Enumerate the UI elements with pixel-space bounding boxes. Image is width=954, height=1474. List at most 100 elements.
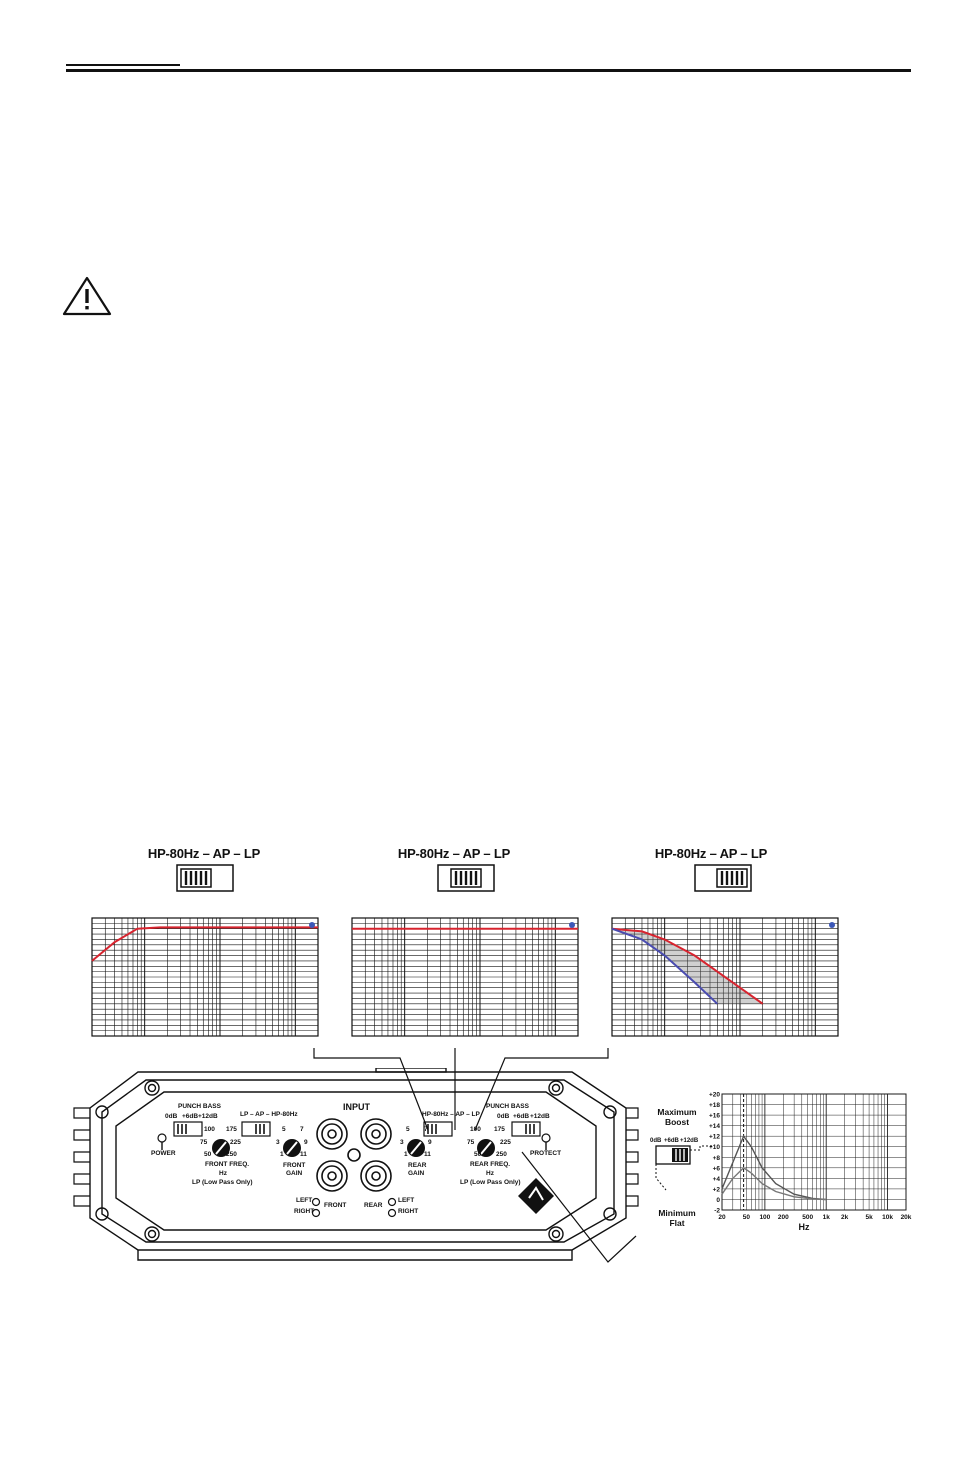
front-gain-1: FRONT <box>283 1162 306 1169</box>
protect-label: PROTECT <box>530 1150 562 1157</box>
graph-badge-icon <box>829 922 835 928</box>
boost-y-tick: 0 <box>716 1197 720 1204</box>
warning-icon <box>62 276 112 316</box>
boost-6db: +6dB <box>664 1138 679 1144</box>
response-graph-lp <box>596 914 842 1046</box>
boost-series <box>721 1134 827 1201</box>
rear-freq-250: 250 <box>496 1151 507 1158</box>
amplifier-diagram <box>73 1068 639 1261</box>
boost-y-tick: -2 <box>714 1208 720 1215</box>
boost-12db: +12dB <box>680 1138 699 1144</box>
punch-right-6db: +6dB <box>513 1113 530 1120</box>
rear-freq-225: 225 <box>500 1139 511 1146</box>
input-label: INPUT <box>343 1102 370 1112</box>
min-flat-2: Flat <box>669 1218 685 1228</box>
boost-y-tick: +16 <box>709 1113 720 1120</box>
boost-y-tick: +2 <box>713 1186 721 1193</box>
rear-gain-1-mark: 1 <box>404 1151 408 1158</box>
connector-lines <box>313 1048 609 1131</box>
front-gain-9-mark: 9 <box>304 1139 308 1146</box>
front-freq-225: 225 <box>230 1139 241 1146</box>
boost-x-tick: 5k <box>865 1214 873 1221</box>
power-label: POWER <box>151 1150 176 1157</box>
boost-y-tick: +6 <box>713 1165 721 1172</box>
response-graph-hp <box>76 914 322 1046</box>
series-upper <box>611 927 764 1005</box>
rear-freq-75: 75 <box>467 1139 475 1146</box>
graph-badge-icon <box>309 922 315 928</box>
boost-y-tick: +10 <box>709 1144 720 1151</box>
rear-gain-1: REAR <box>408 1162 427 1169</box>
front-freq-label: FRONT FREQ. <box>205 1161 250 1168</box>
punch-left-0db: 0dB <box>165 1113 178 1120</box>
boost-series <box>721 1166 827 1201</box>
switch-hp-icon <box>176 864 234 892</box>
rear-right-label: RIGHT <box>398 1208 419 1215</box>
switch-ap-icon <box>437 864 495 892</box>
rear-lp-only: LP (Low Pass Only) <box>460 1179 521 1186</box>
rear-left-label: LEFT <box>398 1197 415 1204</box>
front-freq-75: 75 <box>200 1139 208 1146</box>
punch-right-0db: 0dB <box>497 1113 510 1120</box>
punch-left-12db: +12dB <box>198 1113 218 1120</box>
front-freq-hz: Hz <box>219 1170 227 1177</box>
front-gain-7-mark: 7 <box>300 1126 304 1133</box>
boost-y-tick: +12 <box>709 1134 720 1141</box>
boost-x-tick: 2k <box>841 1214 849 1221</box>
rear-gain-5-mark: 5 <box>406 1126 410 1133</box>
front-freq-250: 250 <box>226 1151 237 1158</box>
rear-freq-175: 175 <box>494 1126 505 1133</box>
front-label: FRONT <box>324 1202 347 1209</box>
punch-bass-left: PUNCH BASS <box>178 1103 221 1110</box>
front-freq-175: 175 <box>226 1126 237 1133</box>
response-graph-ap <box>336 914 582 1046</box>
boost-x-tick: 20k <box>901 1214 912 1221</box>
punch-bass-right: PUNCH BASS <box>486 1103 529 1110</box>
xover-right: HP-80Hz – AP – LP <box>422 1111 480 1118</box>
boost-x-tick: 200 <box>778 1214 789 1221</box>
graph-badge-icon <box>569 922 575 928</box>
boost-switch-icon <box>655 1145 712 1191</box>
rear-freq-label: REAR FREQ. <box>470 1161 511 1168</box>
front-freq-100: 100 <box>204 1126 215 1133</box>
rear-freq-50: 50 <box>474 1151 482 1158</box>
boost-x-tick: 50 <box>743 1214 751 1221</box>
switch-label-ap: HP-80Hz – AP – LP <box>397 846 511 861</box>
rear-freq-hz: Hz <box>486 1170 494 1177</box>
rear-gain-2: GAIN <box>408 1170 425 1177</box>
boost-x-tick: 500 <box>802 1214 813 1221</box>
switch-label-hp: HP-80Hz – AP – LP <box>147 846 261 861</box>
boost-y-tick: +4 <box>713 1176 721 1183</box>
series-line <box>91 926 318 962</box>
rear-gain-7-mark: 7 <box>424 1126 428 1133</box>
front-freq-50: 50 <box>204 1151 212 1158</box>
boost-x-tick: 10k <box>882 1214 893 1221</box>
front-gain-1-mark: 1 <box>280 1151 284 1158</box>
max-boost-2: Boost <box>664 1117 690 1127</box>
series-lower <box>611 927 718 1005</box>
switch-label-lp: HP-80Hz – AP – LP <box>654 846 768 861</box>
header-short-rule <box>66 64 180 66</box>
front-gain-2: GAIN <box>286 1170 303 1177</box>
punch-left-6db: +6dB <box>182 1113 199 1120</box>
switch-lp-icon <box>694 864 752 892</box>
rear-gain-11-mark: 11 <box>424 1151 431 1158</box>
front-gain-5-mark: 5 <box>282 1126 286 1133</box>
pointer-line <box>521 1151 637 1263</box>
boost-x-tick: 20 <box>718 1214 726 1221</box>
rear-gain-3-mark: 3 <box>400 1139 404 1146</box>
boost-x-tick: 100 <box>759 1214 770 1221</box>
boost-0db: 0dB <box>650 1138 662 1144</box>
front-lp-only: LP (Low Pass Only) <box>192 1179 253 1186</box>
boost-y-tick: +20 <box>709 1092 720 1099</box>
front-right-label: RIGHT <box>294 1208 315 1215</box>
boost-y-tick: +8 <box>713 1155 721 1162</box>
max-boost-1: Maximum <box>657 1107 697 1117</box>
boost-y-tick: +18 <box>709 1102 720 1109</box>
rear-freq-100: 100 <box>470 1126 481 1133</box>
xover-left: LP – AP – HP-80Hz <box>240 1111 298 1118</box>
front-left-label: LEFT <box>296 1197 313 1204</box>
boost-frame <box>721 1093 907 1211</box>
range-area <box>612 928 763 1004</box>
